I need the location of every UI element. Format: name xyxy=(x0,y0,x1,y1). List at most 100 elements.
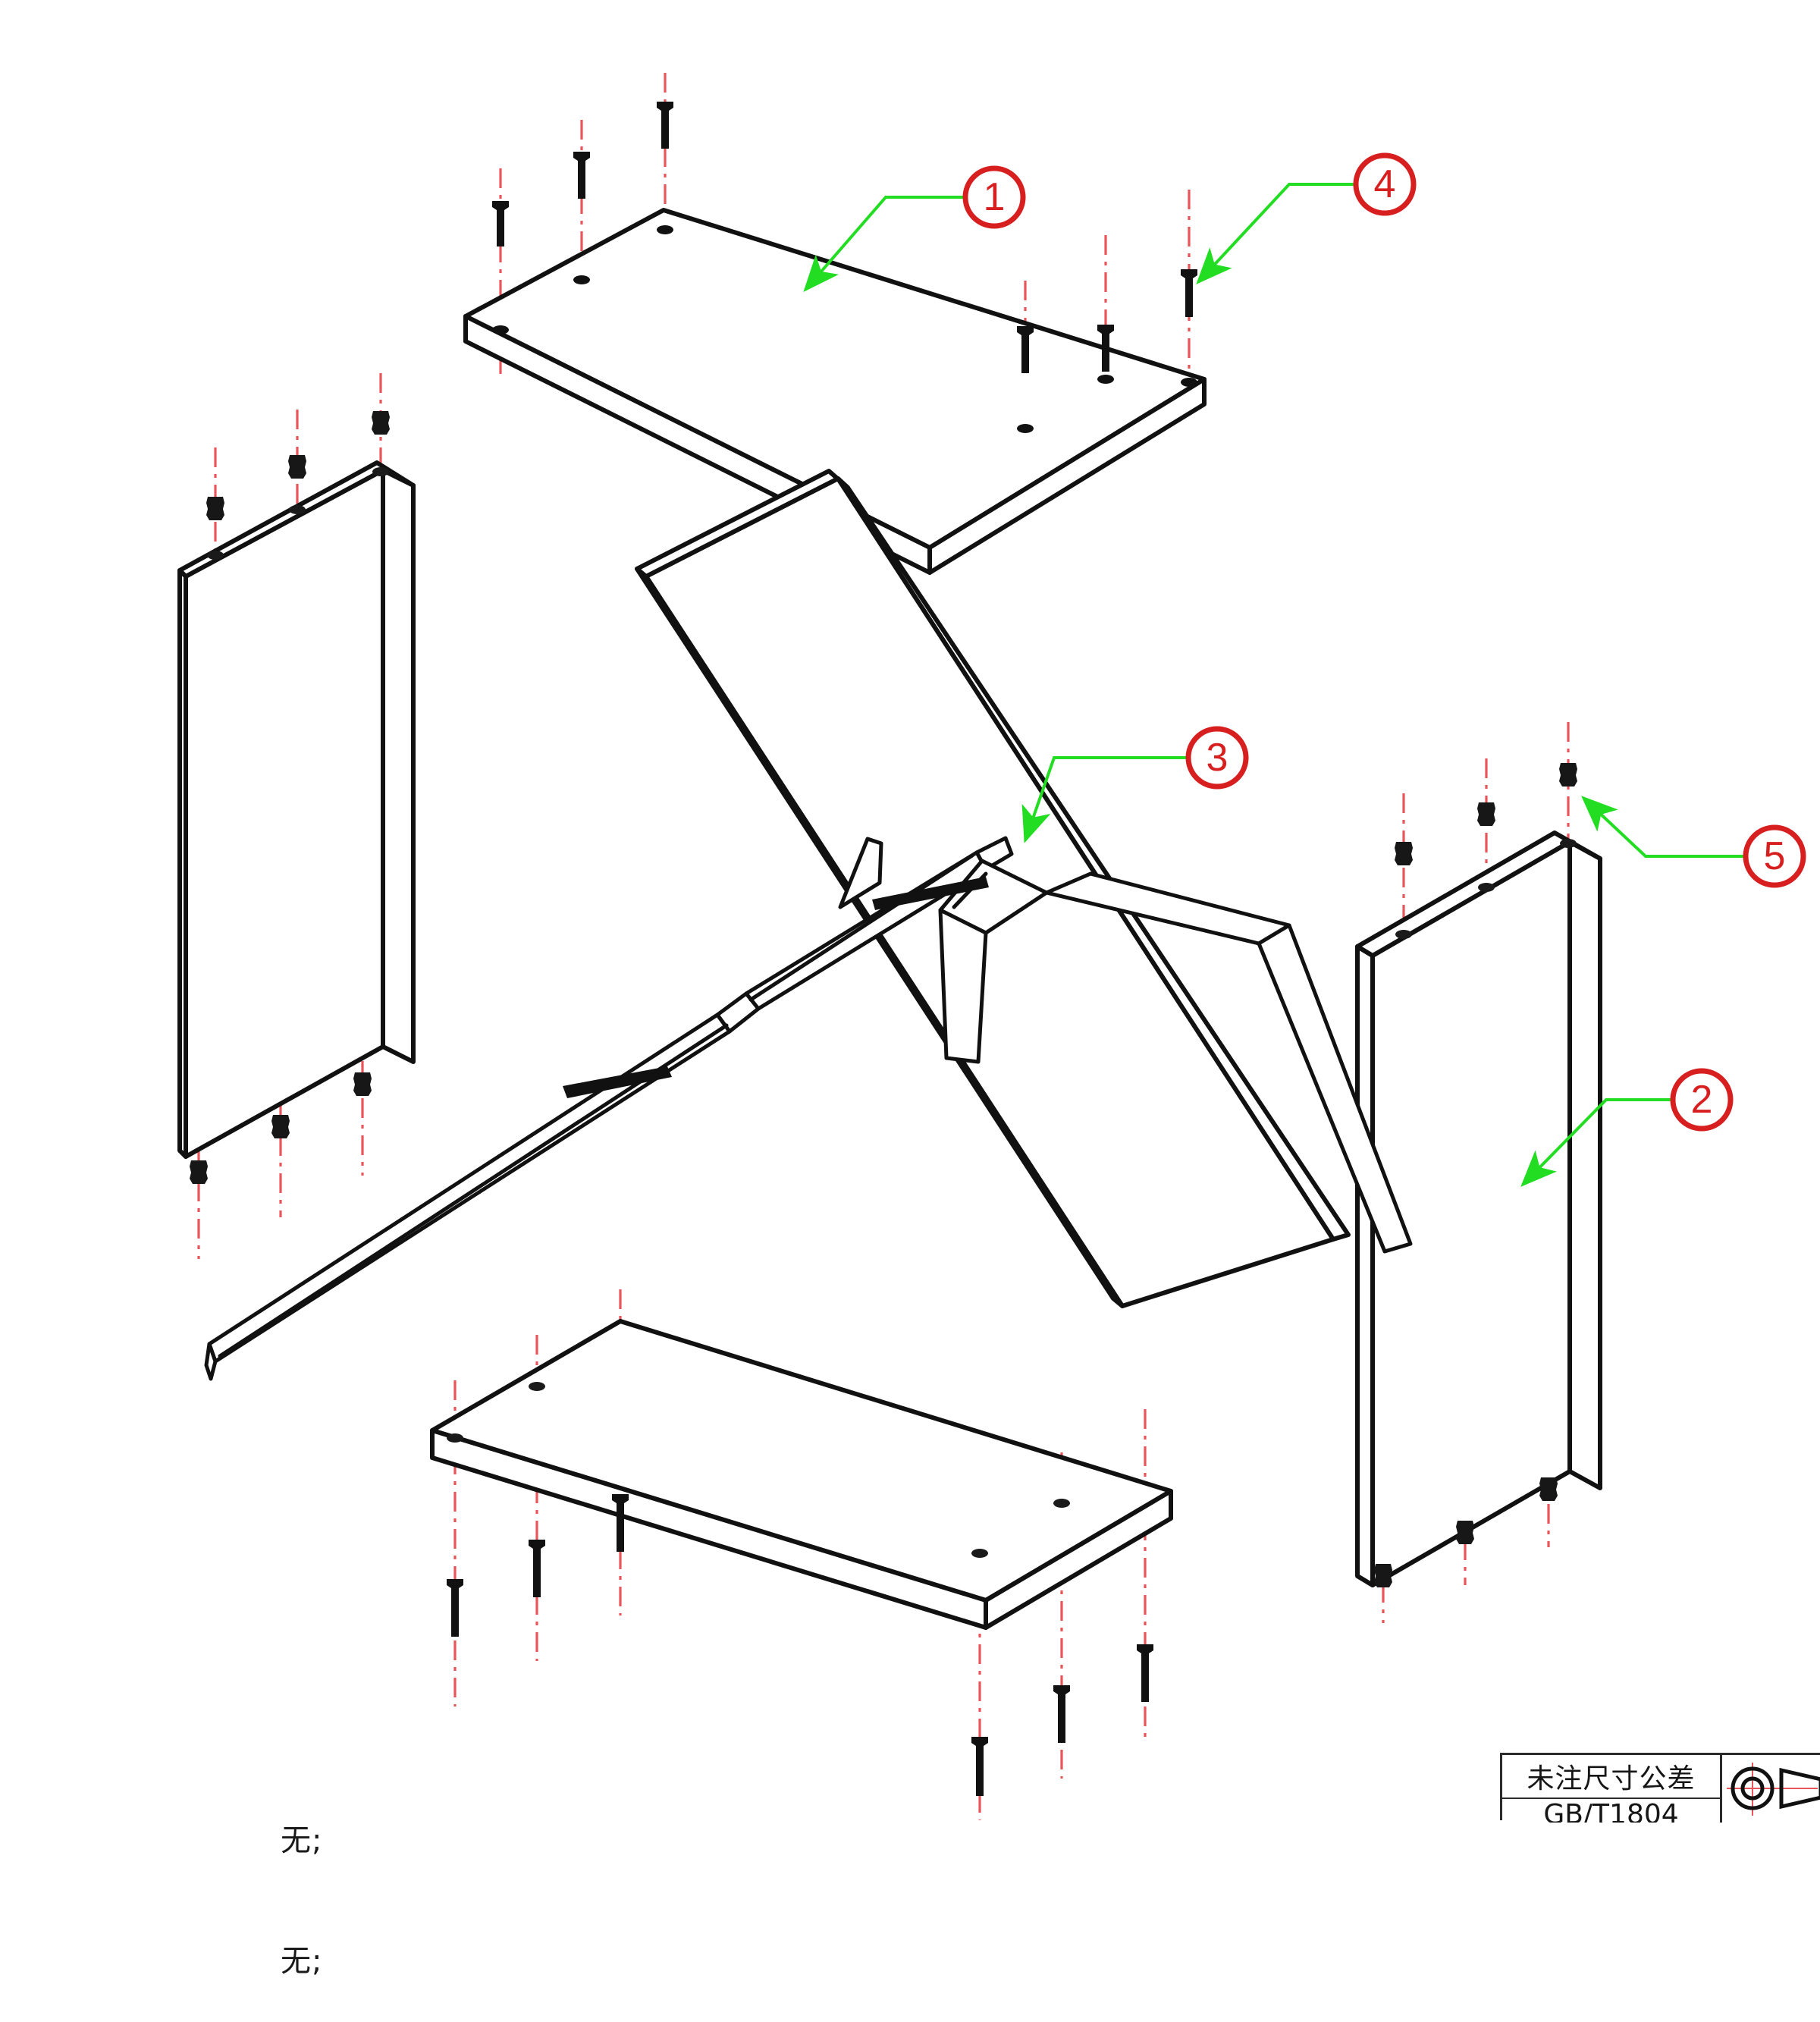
long-screw-fasteners xyxy=(447,102,1197,1796)
left-side-panel-left-edge xyxy=(177,568,188,1159)
balloon-1[interactable]: 1 xyxy=(962,165,1026,229)
long-screw-fastener xyxy=(1137,1644,1153,1702)
leader-lines-group xyxy=(803,183,1746,1187)
rail-lower-tip xyxy=(204,1342,218,1381)
balloon-label: 4 xyxy=(1374,162,1396,206)
cam-dowel-fastener xyxy=(1374,1564,1392,1587)
long-screw-fastener xyxy=(971,1737,988,1796)
left-side-panel-face xyxy=(184,468,385,1159)
leader-line-4 xyxy=(1196,183,1356,284)
right-side-panel xyxy=(1355,830,1602,1587)
dowel-hole xyxy=(529,1382,545,1391)
dowel-hole xyxy=(1017,424,1034,433)
left-side-panel-right-edge xyxy=(381,468,416,1064)
cam-dowel-fastener xyxy=(288,455,306,479)
long-screw-fastener xyxy=(529,1540,545,1597)
balloon-label: 1 xyxy=(984,175,1006,219)
dowel-hole xyxy=(1560,839,1577,848)
rail-right-arm-lower xyxy=(1257,923,1413,1254)
dowel-hole xyxy=(372,467,389,476)
long-screw-fastener xyxy=(573,152,590,199)
bottom-panel-holes xyxy=(447,1382,1070,1558)
long-screw-fastener xyxy=(612,1494,629,1552)
right-side-panel-left-edge xyxy=(1355,944,1375,1587)
long-screw-fastener xyxy=(1017,326,1034,373)
leader-line-2 xyxy=(1520,1098,1673,1187)
balloon-circle[interactable] xyxy=(1185,726,1249,790)
title-block: 未注尺寸公差 GB/T1804 xyxy=(1500,1753,1820,1823)
leader-line-5 xyxy=(1581,796,1746,858)
dowel-hole xyxy=(1478,883,1495,892)
projection-outer-circle xyxy=(1731,1766,1774,1810)
dowel-hole xyxy=(1395,930,1412,939)
right-side-panel-face xyxy=(1370,840,1572,1587)
dowel-hole xyxy=(492,325,509,334)
dowel-hole xyxy=(573,275,590,284)
balloons-group[interactable]: 1 4 3 5 2 xyxy=(962,152,1806,1132)
rail-vertical-stub xyxy=(938,908,988,1064)
tolerance-label: 未注尺寸公差 xyxy=(1502,1755,1722,1799)
cam-dowel-fasteners xyxy=(190,411,1577,1587)
long-screw-fastener xyxy=(447,1579,463,1637)
balloon-label: 5 xyxy=(1764,834,1786,878)
balloon-label: 3 xyxy=(1207,736,1228,780)
balloon-label: 2 xyxy=(1691,1078,1713,1122)
balloon-circle[interactable] xyxy=(962,165,1026,229)
long-screw-fastener xyxy=(657,102,673,149)
balloon-4[interactable]: 4 xyxy=(1353,152,1417,216)
long-screw-fastener-item4 xyxy=(1181,269,1197,317)
dowel-hole xyxy=(1053,1499,1070,1508)
balloon-circle[interactable] xyxy=(1743,824,1806,888)
right-side-panel-top-edge xyxy=(1355,830,1602,958)
dowel-hole xyxy=(971,1549,988,1558)
dowel-hole xyxy=(447,1433,463,1443)
cam-dowel-fastener xyxy=(190,1160,208,1184)
balloon-5[interactable]: 5 xyxy=(1743,824,1806,888)
cam-dowel-fastener xyxy=(353,1072,372,1096)
right-side-panel-right-edge xyxy=(1567,840,1602,1490)
balloon-circle[interactable] xyxy=(1353,152,1417,216)
projection-inner-circle xyxy=(1740,1776,1765,1801)
balloon-2[interactable]: 2 xyxy=(1670,1068,1734,1132)
balloon-circle[interactable] xyxy=(1670,1068,1734,1132)
balloon-3[interactable]: 3 xyxy=(1185,726,1249,790)
dowel-hole xyxy=(289,505,306,514)
left-side-panel-top-edge xyxy=(177,460,416,579)
projection-cone-trapezoid xyxy=(1779,1767,1820,1810)
dowel-hole xyxy=(1097,375,1114,384)
cam-dowel-fastener xyxy=(372,411,390,435)
bottom-panel-right-edge xyxy=(984,1489,1173,1630)
top-panel-right-edge xyxy=(927,377,1207,575)
long-screw-fastener xyxy=(492,201,509,246)
leader-line-1 xyxy=(803,196,965,293)
projection-symbol-cell xyxy=(1722,1755,1820,1823)
back-brace-rail-slot xyxy=(563,1066,672,1098)
rail-rod xyxy=(872,877,989,910)
left-side-panel-holes xyxy=(207,467,389,560)
back-brace-rail-rod xyxy=(872,877,989,910)
cam-dowel-fastener xyxy=(206,497,224,520)
left-side-panel xyxy=(177,460,416,1159)
long-screw-fastener xyxy=(1097,325,1114,372)
cam-dowel-fastener-item5 xyxy=(1559,763,1577,787)
dowel-hole xyxy=(1181,378,1197,387)
first-angle-projection-icon xyxy=(1727,1763,1820,1816)
leader-line-3 xyxy=(1021,756,1188,843)
rail-edge-line xyxy=(748,853,974,1002)
tilted-shelf-panel-edge-top xyxy=(635,469,850,579)
cam-dowel-fastener xyxy=(1539,1477,1558,1501)
dowel-hole xyxy=(207,551,224,560)
cam-dowel-fastener xyxy=(1477,802,1495,826)
note-line-2: 无; xyxy=(281,1944,323,1979)
exploded-assembly-drawing: 1 4 3 5 2 xyxy=(177,73,1806,1820)
drawing-notes: 无; 无; xyxy=(281,1741,322,2022)
long-screw-fastener xyxy=(1053,1685,1070,1743)
dowel-hole xyxy=(657,225,673,234)
rail-small-notch xyxy=(838,837,883,909)
note-line-1: 无; xyxy=(281,1823,323,1858)
right-side-panel-holes xyxy=(1395,839,1577,939)
cam-dowel-fastener xyxy=(1456,1521,1474,1544)
rail-slot-cut xyxy=(563,1066,672,1098)
cam-dowel-fastener xyxy=(271,1115,290,1138)
top-panel-holes xyxy=(492,225,1197,433)
